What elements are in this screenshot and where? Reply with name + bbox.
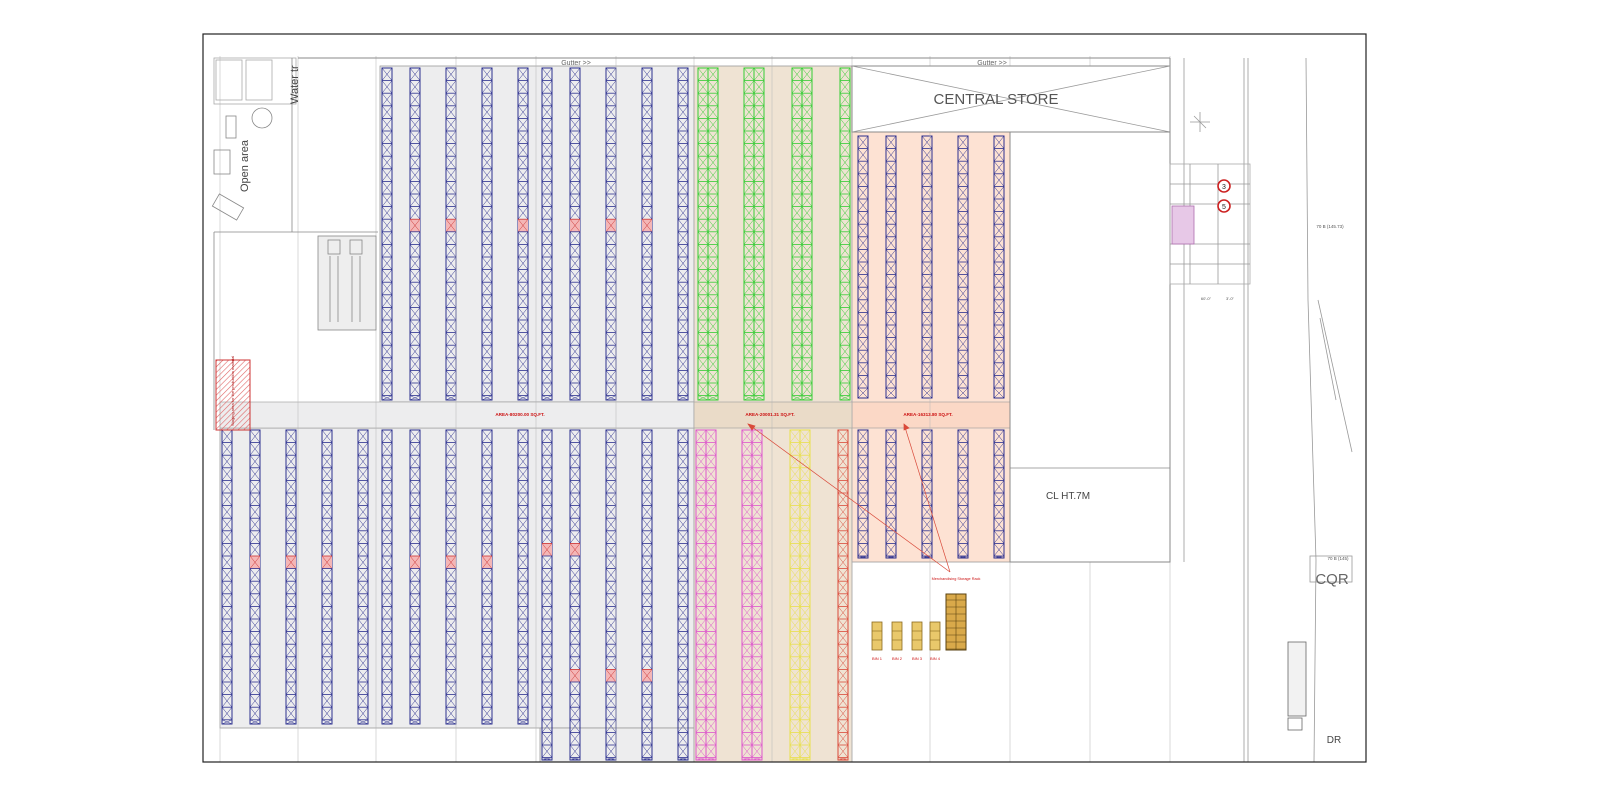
zone-aisle-blue (219, 401, 695, 429)
area-label-tan: AREA-20001.31 SQ.FT. (745, 412, 794, 417)
rack-blue-top (409, 67, 421, 401)
rack-pink (751, 429, 763, 761)
bin-1: BIN 1 (871, 621, 883, 661)
rack-blue-bottom (285, 429, 297, 725)
rack-green (801, 67, 813, 401)
rack-blue-bottom (641, 429, 653, 761)
staging-area (215, 359, 251, 431)
rack-blue-peach-bottom (993, 429, 1005, 559)
marker-3: 3 (1222, 184, 1226, 191)
dim-cqr-label: 70 B (145) (1327, 556, 1349, 561)
gutter-label-left: Gutter >> (561, 60, 591, 67)
rack-blue-peach-top (885, 135, 897, 399)
rack-yellow (799, 429, 811, 761)
bins-group: BIN 1 BIN 2 BIN 3 BIN 4 (871, 593, 967, 661)
zone-aisle-peach (851, 401, 1011, 429)
rack-blue-top (541, 67, 553, 401)
circle-markers (1217, 179, 1231, 213)
rack-blue-peach-bottom (957, 429, 969, 559)
dim-small-2: 3'-0" (1226, 296, 1235, 301)
cl-height-label: CL HT.7M (1046, 491, 1090, 502)
water-label: Water tr (289, 65, 301, 104)
rack-blue-bottom (381, 429, 393, 725)
rack-yellow (789, 429, 801, 761)
rack-blue-bottom (357, 429, 369, 725)
bin-3: BIN 3 (911, 621, 923, 661)
bin-2: BIN 2 (891, 621, 903, 661)
rack-blue-top (677, 67, 689, 401)
rack-blue-top (481, 67, 493, 401)
marker-5: 5 (1222, 204, 1226, 211)
rack-blue-bottom (569, 429, 581, 761)
rack-blue-top (445, 67, 457, 401)
dr-label: DR (1327, 735, 1341, 746)
site-right (1169, 57, 1353, 763)
rack-green (839, 67, 851, 401)
annotation-label: Merchandising Storage Rack (932, 577, 981, 581)
rack-pink (741, 429, 753, 761)
rack-blue-bottom (605, 429, 617, 761)
rack-green (743, 67, 755, 401)
drawing-border (202, 33, 1367, 763)
dim-top-label: 70 B (145.73) (1316, 224, 1344, 229)
left-services (211, 57, 378, 430)
rack-green (753, 67, 765, 401)
annotation-leaders (747, 423, 951, 573)
rack-blue-peach-top (957, 135, 969, 399)
zone-peach (851, 131, 1011, 563)
rack-blue-bottom (517, 429, 529, 725)
rack-blue-top (569, 67, 581, 401)
zone-blue-bottom (219, 427, 695, 729)
rack-blue-bottom (541, 429, 553, 761)
bin-label: BIN 3 (912, 656, 923, 661)
cqr-label: CQR (1315, 571, 1349, 588)
central-store-label: CENTRAL STORE (933, 91, 1058, 108)
rack-pink (705, 429, 717, 761)
bin-4: BIN 4 (929, 621, 941, 661)
rack-blue-peach-top (857, 135, 869, 399)
rack-blue-top (517, 67, 529, 401)
rack-blue-bottom (481, 429, 493, 725)
rack-blue-peach-top (993, 135, 1005, 399)
cl-room (1009, 131, 1171, 563)
area-label-peach: AREA-16313.80 SQ.FT. (903, 412, 952, 417)
rack-green (707, 67, 719, 401)
open-area-label: Open area (239, 139, 251, 192)
large-rack-unit (945, 593, 967, 651)
rack-blue-top (381, 67, 393, 401)
rack-blue-peach-bottom (885, 429, 897, 559)
central-store: CENTRAL STORE (851, 65, 1171, 133)
rack-red (837, 429, 849, 761)
rack-blue-bottom (677, 429, 689, 761)
bin-label: BIN 4 (930, 656, 941, 661)
rack-blue-bottom (409, 429, 421, 725)
rack-blue-top (641, 67, 653, 401)
bin-label: BIN 1 (872, 656, 883, 661)
gutter-label-right: Gutter >> (977, 60, 1007, 67)
rack-layer (221, 67, 1005, 761)
dim-small-1: 60'-0" (1201, 296, 1212, 301)
staging-label: Staging area for the production material (230, 356, 235, 426)
rack-blue-bottom (249, 429, 261, 725)
site-magenta-pad (1171, 205, 1195, 245)
rack-blue-bottom (321, 429, 333, 725)
rack-blue-bottom (221, 429, 233, 725)
rack-blue-peach-top (921, 135, 933, 399)
zone-blue-bottom-ext (539, 727, 695, 763)
bin-label: BIN 2 (892, 656, 903, 661)
area-label-blue: AREA-80200.00 SQ.FT. (495, 412, 544, 417)
